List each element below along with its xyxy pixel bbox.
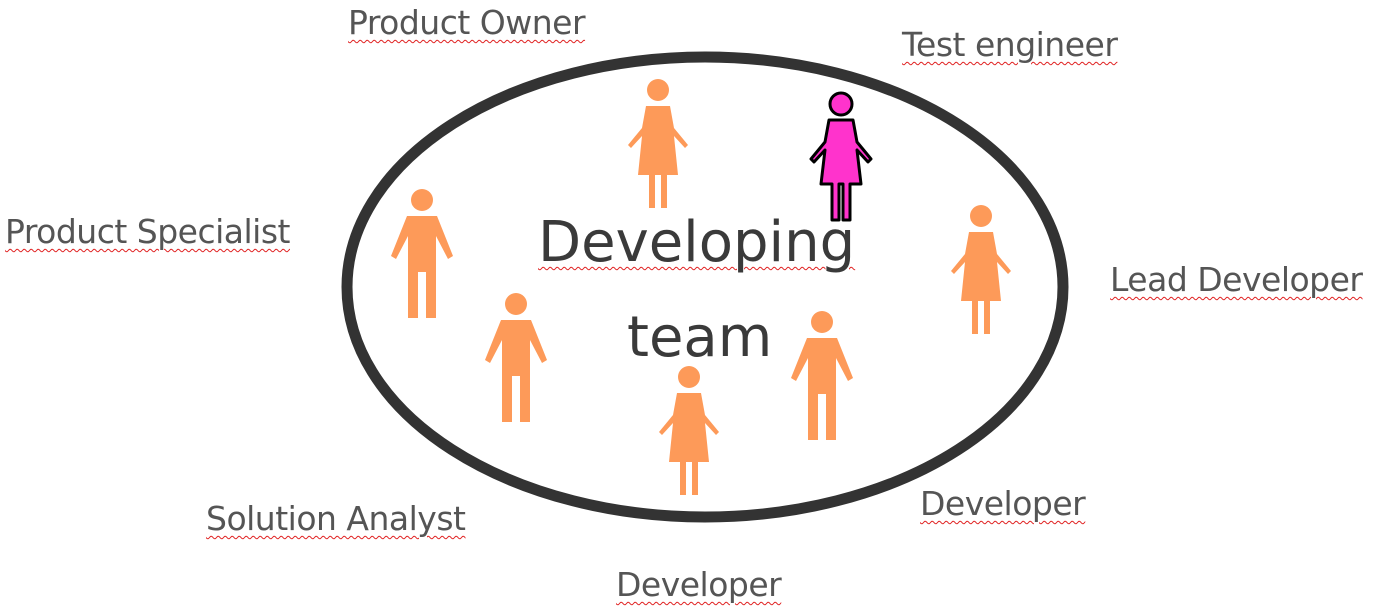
- role-label-developer-right: Developer: [920, 484, 1086, 523]
- role-label-test-engineer: Test engineer: [902, 25, 1118, 64]
- team-ellipse: [341, 51, 1069, 523]
- role-label-product-owner: Product Owner: [348, 3, 586, 42]
- female-person-icon: [628, 79, 688, 208]
- male-person-icon: [485, 293, 547, 422]
- center-title-line1: Developing: [538, 210, 856, 275]
- role-label-product-specialist: Product Specialist: [5, 212, 291, 251]
- male-person-icon: [391, 189, 453, 318]
- female-person-icon: [659, 366, 719, 495]
- role-label-lead-developer: Lead Developer: [1110, 260, 1363, 299]
- role-label-developer-bottom: Developer: [616, 565, 782, 604]
- male-person-icon: [791, 311, 853, 440]
- role-label-solution-analyst: Solution Analyst: [206, 499, 466, 538]
- female-person-icon: [951, 205, 1011, 334]
- center-title-line2: team: [627, 305, 773, 370]
- female-person-icon-highlighted: [809, 91, 873, 222]
